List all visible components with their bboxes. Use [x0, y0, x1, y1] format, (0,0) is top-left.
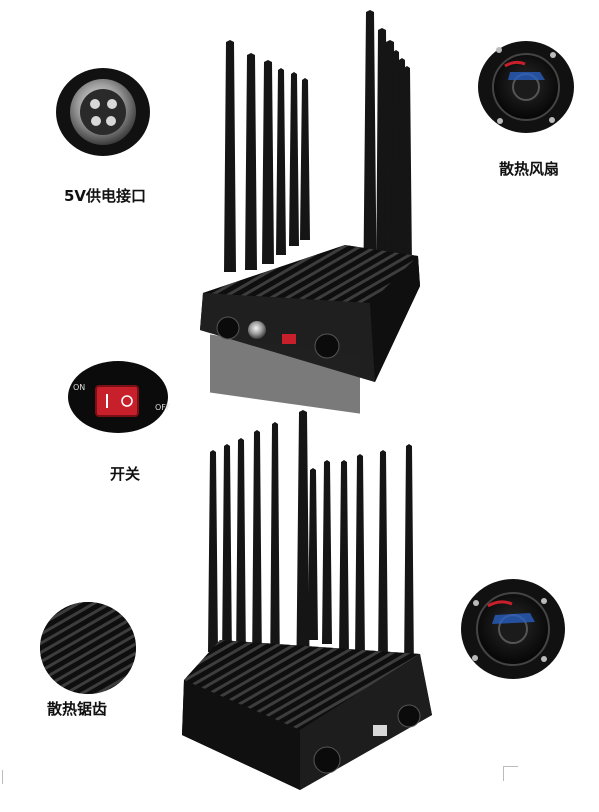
label-heatsink: 散热锯齿 [47, 700, 108, 718]
switch-on-mark: ON [73, 383, 85, 392]
label-fan-top: 散热风扇 [499, 160, 560, 178]
jammer-device-bottom [182, 410, 432, 790]
label-switch: 开关 [110, 465, 141, 483]
fan-closeup-top [478, 41, 574, 133]
jammer-device-top [200, 10, 420, 414]
switch-off-mark: OFF [155, 403, 171, 412]
power-connector-closeup [56, 68, 150, 156]
heatsink-closeup [40, 602, 136, 694]
fan-closeup-bottom [461, 579, 565, 679]
switch-closeup [68, 361, 168, 433]
crop-mark-left [2, 770, 17, 784]
label-power-port: 5V供电接口 [64, 187, 147, 205]
crop-mark-right [503, 766, 518, 781]
